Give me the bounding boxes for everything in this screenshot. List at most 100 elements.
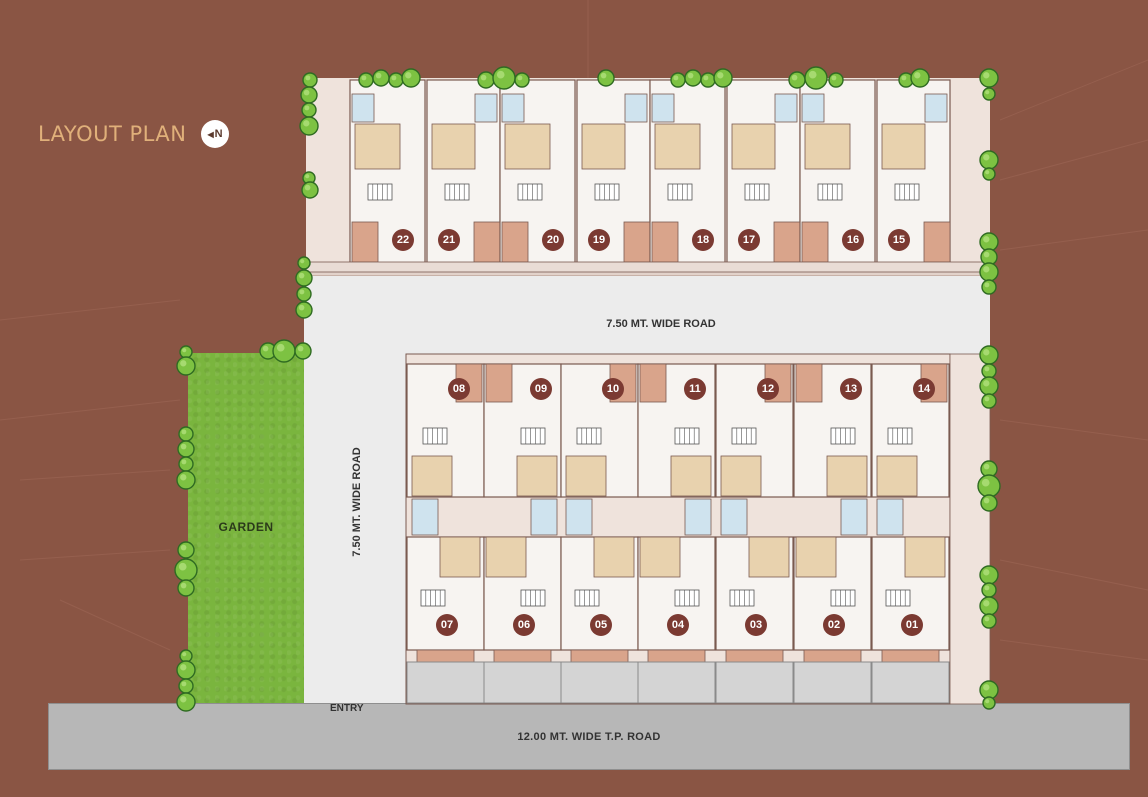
top-row-units [305, 79, 991, 273]
tree-highlight [298, 272, 305, 279]
staircase [894, 183, 920, 201]
tree-icon [179, 345, 193, 359]
terrace [795, 363, 823, 403]
terrace [570, 649, 629, 663]
tree-highlight [181, 459, 187, 465]
tree-highlight [304, 184, 311, 191]
courtyard [501, 93, 525, 123]
staircase [817, 183, 843, 201]
tree-highlight [182, 652, 187, 657]
tree-highlight [984, 616, 990, 622]
tree-highlight [600, 72, 607, 79]
staircase [830, 427, 856, 445]
staircase [576, 427, 602, 445]
tree-highlight [496, 70, 505, 79]
unit-number-09: 09 [530, 378, 552, 400]
tree-highlight [181, 429, 187, 435]
room-block [485, 536, 527, 578]
tree-highlight [983, 251, 990, 258]
garden-area [188, 353, 304, 703]
tree-highlight [703, 75, 709, 81]
tree-highlight [983, 497, 990, 504]
tree-icon [597, 69, 615, 87]
terrace [351, 221, 379, 263]
unit-number-08: 08 [448, 378, 470, 400]
internal-road-horizontal [304, 272, 990, 354]
tree-icon [176, 356, 196, 376]
room-block [748, 536, 790, 578]
terrace [923, 221, 951, 263]
north-arrow-icon: ◀ [207, 129, 214, 139]
unit-number-20: 20 [542, 229, 564, 251]
tree-icon [174, 558, 198, 582]
parking [406, 661, 485, 704]
room-block [516, 455, 558, 497]
tree-highlight [983, 380, 990, 387]
staircase [674, 427, 700, 445]
tree-highlight [180, 696, 187, 703]
tree-icon [176, 660, 196, 680]
tree-icon [979, 596, 999, 616]
tree-icon [981, 582, 997, 598]
unit-number-02: 02 [823, 614, 845, 636]
room-block [720, 455, 762, 497]
terrace [485, 363, 513, 403]
room-block [881, 123, 926, 170]
unit-number-15: 15 [888, 229, 910, 251]
tree-icon [296, 286, 312, 302]
unit-number-14: 14 [913, 378, 935, 400]
unit-number-12: 12 [757, 378, 779, 400]
tree-icon [301, 102, 317, 118]
room-block [565, 455, 607, 497]
staircase [520, 589, 546, 607]
parking [560, 661, 639, 704]
staircase [731, 427, 757, 445]
unit-number-18: 18 [692, 229, 714, 251]
tree-icon [272, 339, 296, 363]
courtyard [411, 498, 439, 536]
staircase [594, 183, 620, 201]
tree-highlight [985, 90, 990, 95]
terrace [881, 649, 940, 663]
staircase [830, 589, 856, 607]
tree-highlight [182, 348, 187, 353]
staircase [517, 183, 543, 201]
parking [637, 661, 716, 704]
staircase [367, 183, 393, 201]
tree-highlight [717, 72, 724, 79]
unit-number-17: 17 [738, 229, 760, 251]
tree-icon [358, 72, 374, 88]
unit-number-19: 19 [588, 229, 610, 251]
tree-icon [684, 69, 702, 87]
tree-icon [177, 579, 195, 597]
tree-highlight [180, 544, 187, 551]
tree-icon [670, 72, 686, 88]
tree-icon [178, 456, 194, 472]
tree-icon [477, 71, 495, 89]
tree-highlight [391, 75, 397, 81]
unit-number-07: 07 [436, 614, 458, 636]
room-block [826, 455, 868, 497]
staircase [887, 427, 913, 445]
tree-highlight [983, 349, 990, 356]
courtyard [876, 498, 904, 536]
tree-icon [492, 66, 516, 90]
room-block [439, 536, 481, 578]
courtyard [651, 93, 675, 123]
tree-icon [979, 345, 999, 365]
tree-icon [401, 68, 421, 88]
road-label-horizontal: 7.50 MT. WIDE ROAD [606, 318, 716, 330]
tree-icon [979, 262, 999, 282]
tree-highlight [983, 569, 990, 576]
terrace [501, 221, 529, 263]
tree-icon [828, 72, 844, 88]
tree-highlight [181, 681, 187, 687]
terrace [639, 363, 667, 403]
terrace [623, 221, 651, 263]
tree-icon [979, 68, 999, 88]
room-block [876, 455, 918, 497]
room-block [670, 455, 712, 497]
unit-number-16: 16 [842, 229, 864, 251]
tree-highlight [517, 75, 523, 81]
tree-highlight [305, 174, 310, 179]
